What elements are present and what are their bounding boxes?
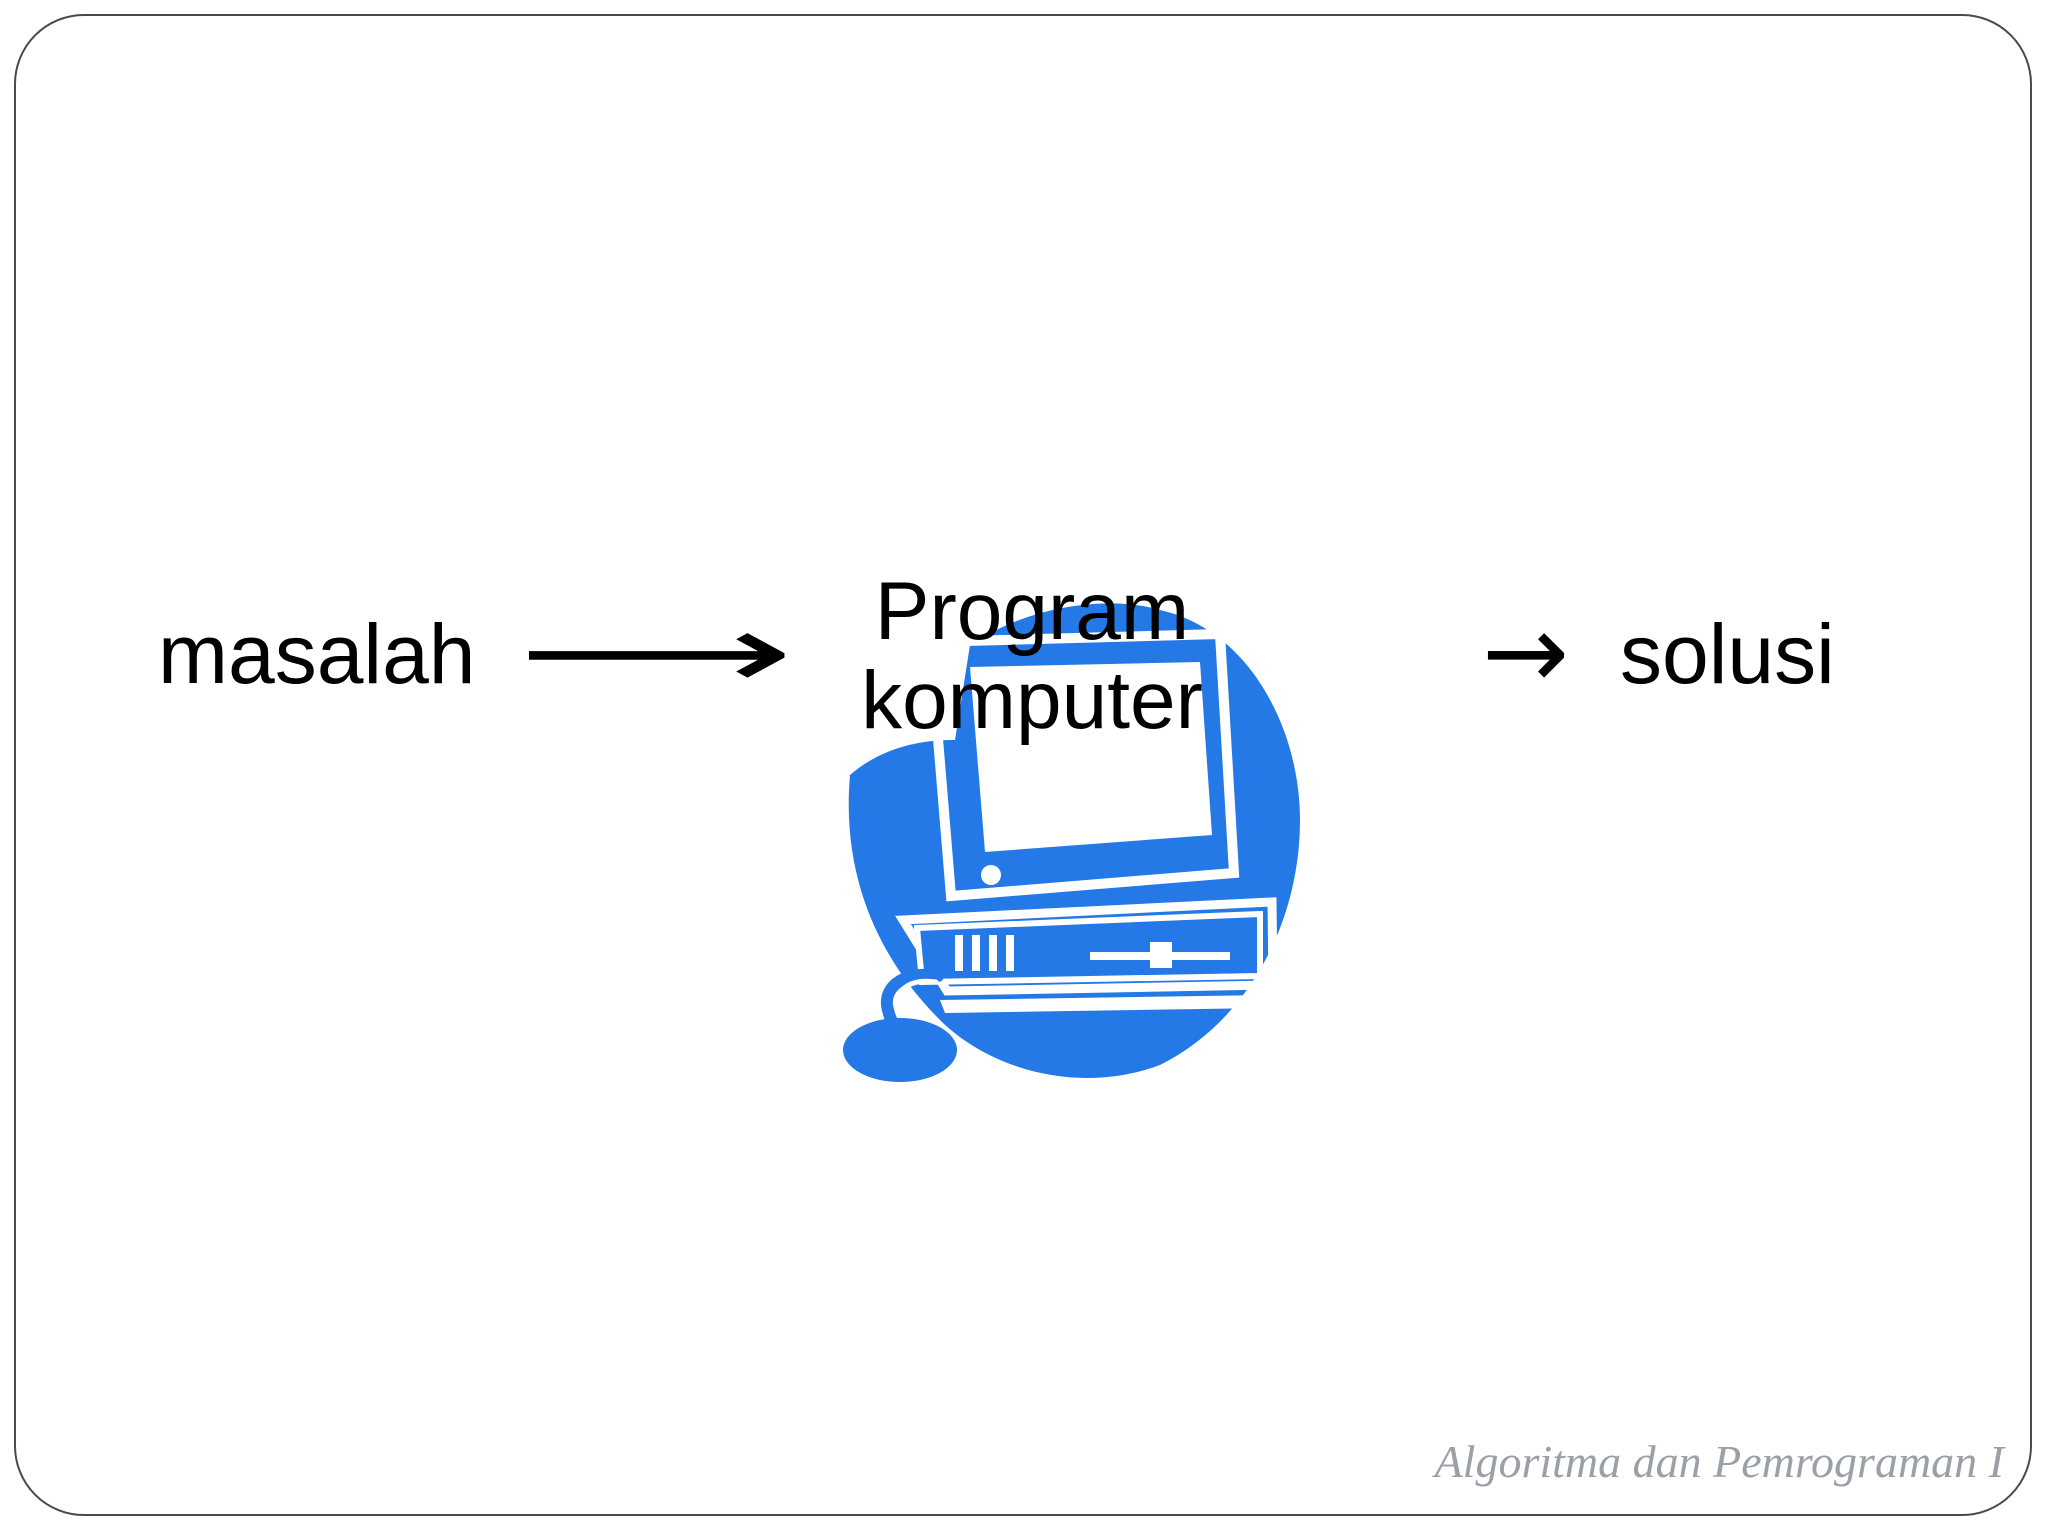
system-unit-face [913, 910, 1263, 986]
program-computer-label: Program komputer [832, 566, 1232, 746]
front-panel-button [1150, 942, 1172, 968]
program-label-line2: komputer [861, 654, 1203, 746]
drive-slot [955, 935, 963, 971]
monitor-screen [970, 662, 1212, 852]
program-label-line1: Program [874, 566, 1190, 657]
slide-footer: Algoritma dan Pemrograman I [1434, 1436, 2004, 1487]
desktop-computer-icon [843, 603, 1300, 1082]
drive-slot [989, 935, 997, 971]
monitor-frame [924, 628, 1240, 902]
solution-label: solusi [1620, 607, 1835, 701]
mouse-body [843, 1018, 957, 1082]
problem-label: masalah [158, 607, 476, 701]
arrow-to-solution: → [1482, 591, 1570, 713]
drive-slot [972, 935, 980, 971]
monitor-power-dot [981, 865, 1001, 885]
arrow-to-program: ⟶ [518, 591, 794, 713]
drive-slot [1006, 935, 1014, 971]
base-stripe [940, 995, 1270, 1013]
